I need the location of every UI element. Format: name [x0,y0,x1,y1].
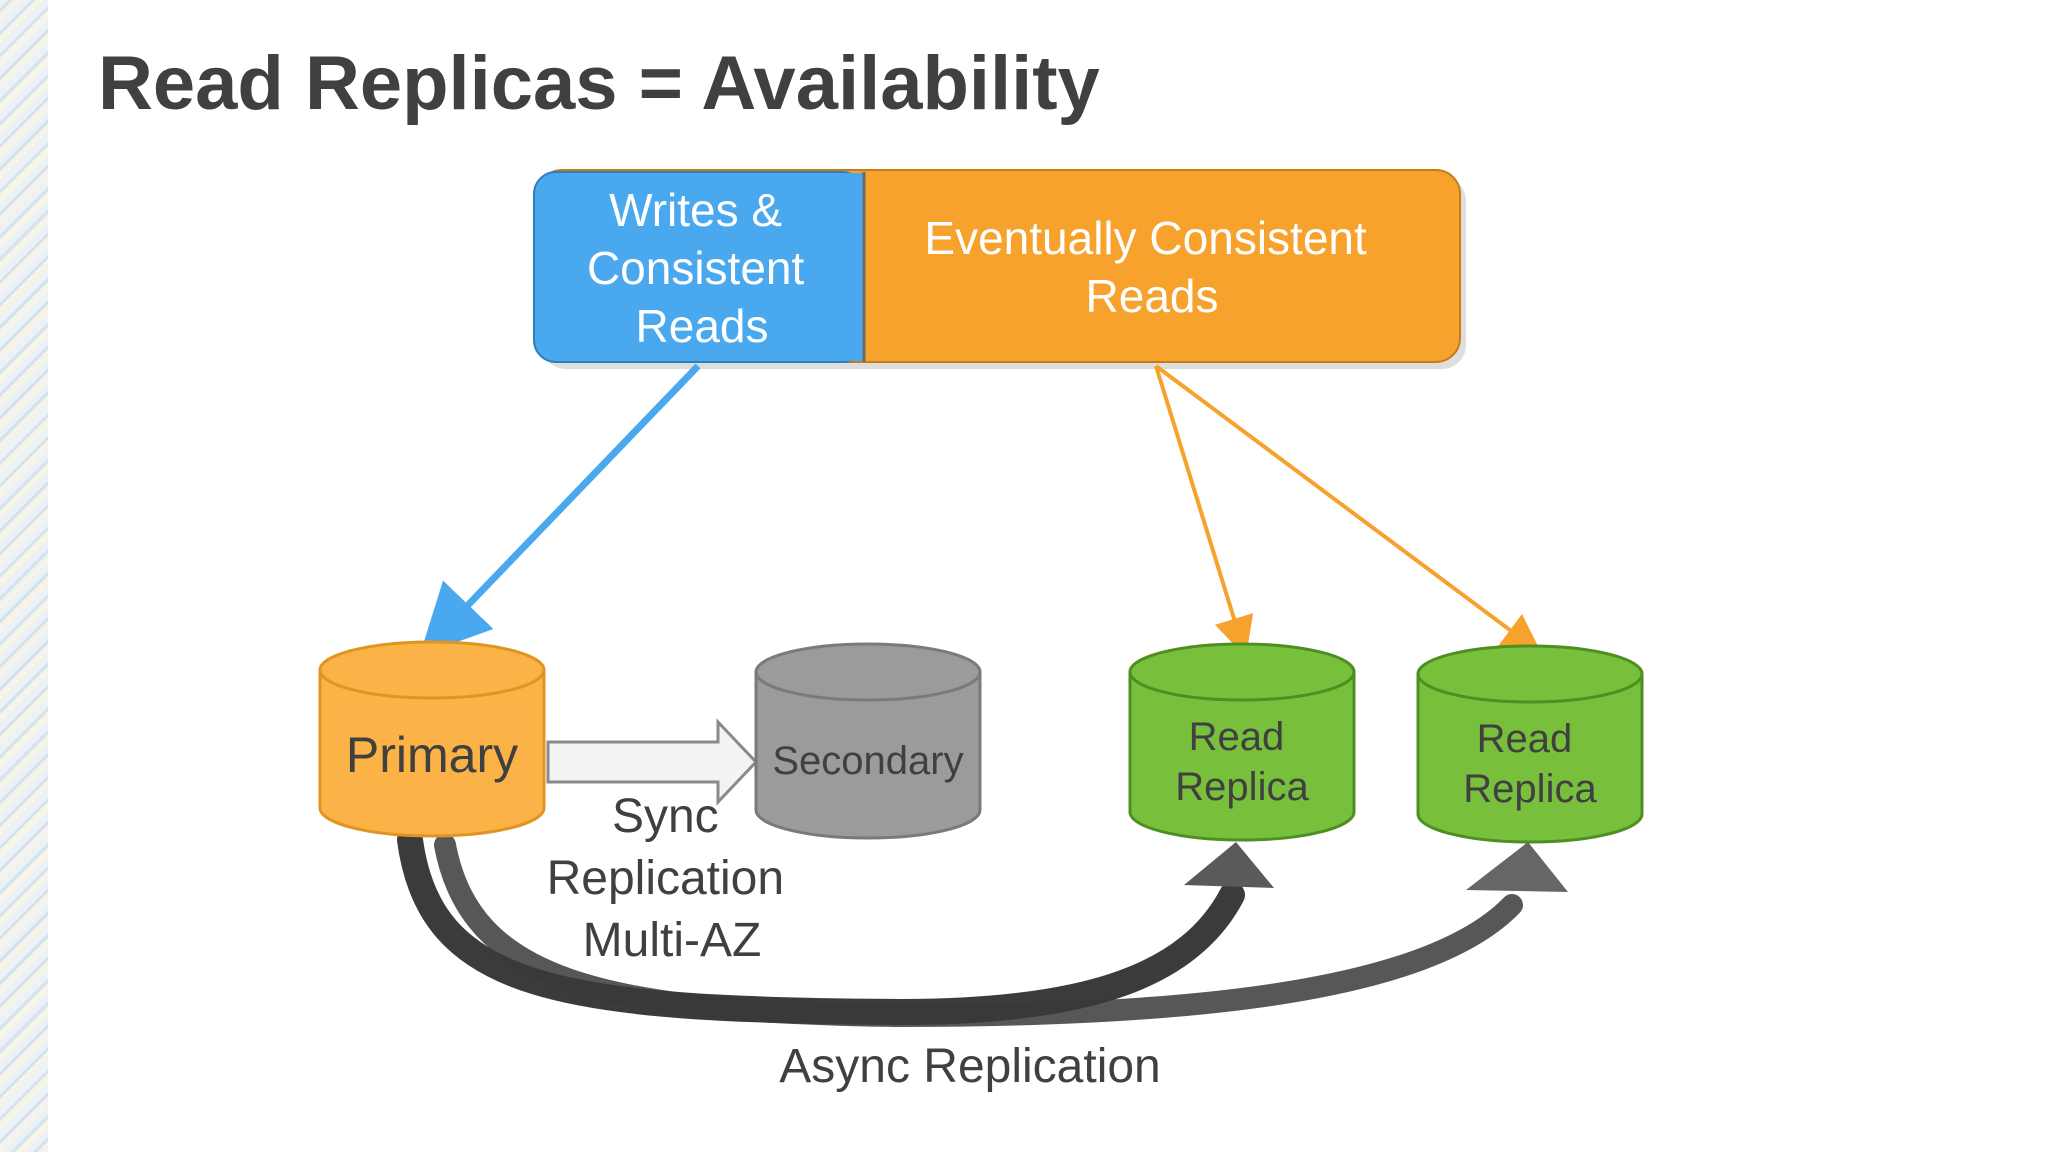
arrow-to-replica-1 [1154,365,1254,658]
read-write-bar: Writes & Consistent Reads Eventually Con… [533,169,1466,369]
slide-title: Read Replicas = Availability [98,41,1100,126]
replica-2-line2: Replica [1463,767,1597,811]
arrow-to-replica-2 [1154,364,1543,654]
async-arrowhead-1 [1184,842,1274,888]
writes-label-line3: Reads [636,300,769,352]
async-replication-arrows [397,827,1568,1028]
primary-label: Primary [346,727,518,783]
async-arrowhead-2 [1466,842,1568,892]
arrow-to-primary [419,363,701,656]
svg-text:Read Replica: Read Replica [1175,715,1309,809]
read-replica-1: Read Replica [1128,642,1356,842]
primary-database: Primary [318,640,546,838]
async-label: Async Replication [779,1040,1161,1093]
replica-1-line2: Replica [1175,765,1309,809]
secondary-label: Secondary [772,739,963,783]
writes-label-line1: Writes & [609,184,782,236]
writes-label-line2: Consistent [587,242,805,294]
secondary-database: Secondary [754,642,982,840]
svg-text:Writes & Consistent: Writes & Consistent Reads [587,184,817,352]
svg-text:Sync Replication M: Sync Replication Multi-AZ [547,790,798,967]
svg-text:Eventually Consistent: Eventually Consistent Reads [924,212,1379,322]
replica-1-line1: Read [1189,715,1285,759]
replica-2-line1: Read [1477,717,1573,761]
sync-label-line2: Replication [547,852,784,905]
read-replica-2: Read Replica [1416,644,1644,844]
sync-label-line1: Sync [612,790,719,843]
eventual-label-line1: Eventually Consistent [924,212,1367,264]
eventual-label-line2: Reads [1086,270,1219,322]
decorative-pattern-strip [0,0,48,1152]
sync-replication-arrow [546,718,759,806]
svg-text:Read Replica: Read Replica [1463,717,1597,811]
sync-label-line3: Multi-AZ [583,914,762,967]
